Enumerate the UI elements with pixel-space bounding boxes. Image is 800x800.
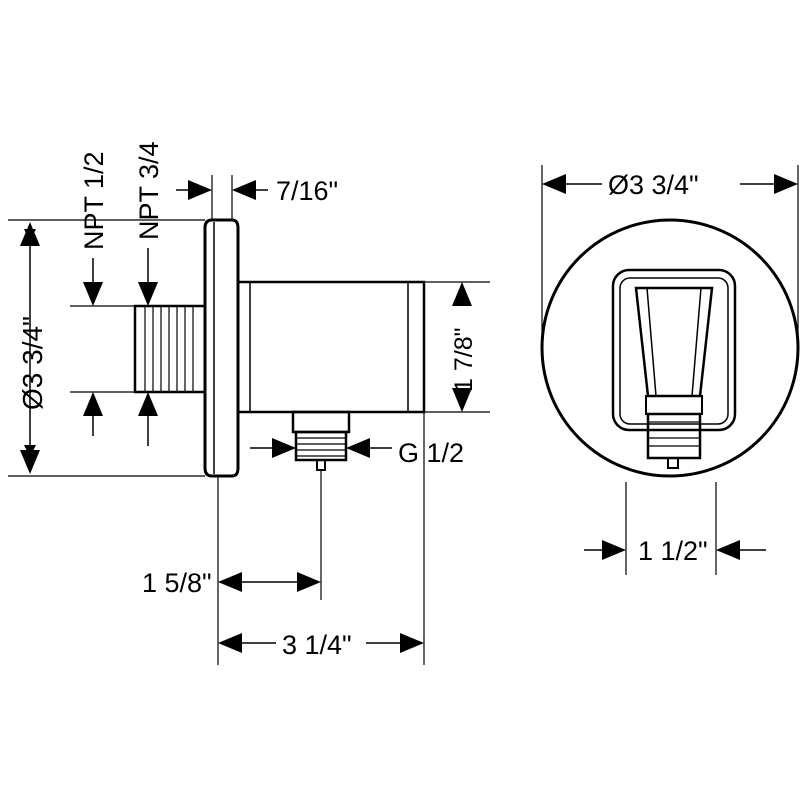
side-flange-diameter-label: Ø3 3/4" [17, 316, 48, 410]
front-outlet-thread [646, 412, 702, 469]
body-height-label: 1 7/8" [450, 328, 478, 392]
front-flange-diameter-label: Ø3 3/4" [608, 170, 699, 200]
outlet-thread [291, 410, 351, 471]
outlet-offset-label: 1 5/8" [142, 568, 212, 598]
npt-three-quarter-label: NPT 3/4 [134, 141, 164, 240]
inlet-thread [133, 304, 207, 394]
outlet-body [236, 280, 426, 414]
body-width-label: 1 1/2" [638, 536, 708, 566]
flange-outline [203, 218, 240, 478]
holder-outline [611, 268, 737, 432]
flange-thickness-label: 7/16" [276, 176, 338, 206]
outlet-thread-label: G 1/2 [398, 438, 464, 468]
side-view: NPT 1/2 NPT 3/4 7/16" Ø3 3/4" 1 7/8" G 1… [8, 141, 490, 665]
front-view: Ø3 3/4" 1 1/2" [540, 165, 800, 575]
npt-half-label: NPT 1/2 [79, 151, 109, 250]
overall-depth-label: 3 1/4" [282, 630, 352, 660]
